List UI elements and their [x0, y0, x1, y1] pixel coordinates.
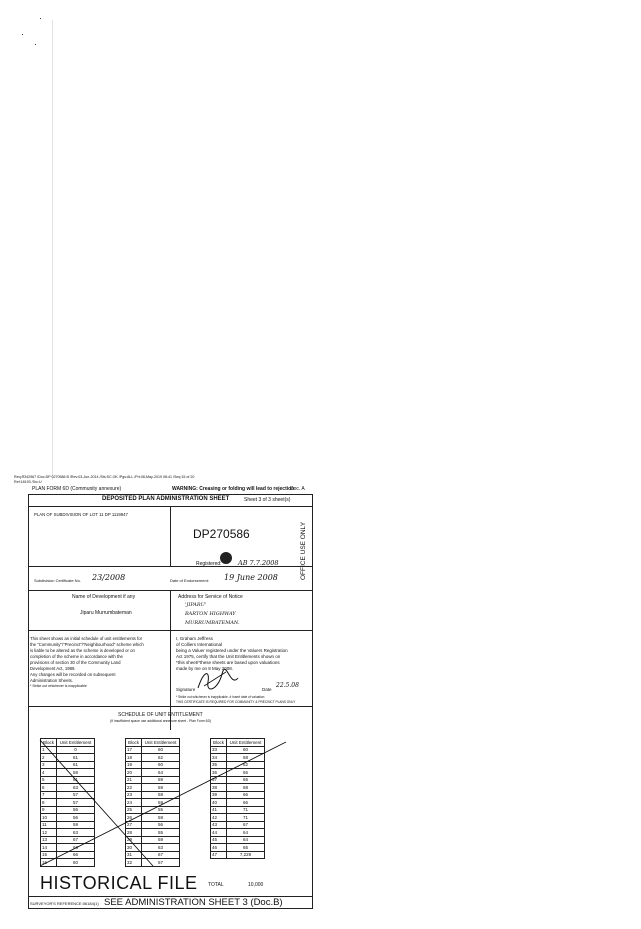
form-label: PLAN FORM 6D (Community annexure): [32, 486, 122, 492]
plan-of-subdivision: PLAN OF SUBDIVISION OF LOT 11 DP 1119947: [34, 512, 128, 517]
sheet-frame: [28, 494, 313, 909]
date-endorsement-label: Date of Endorsement:: [170, 578, 209, 583]
explanatory-line: provisions of section 30 of the Communit…: [30, 660, 121, 665]
development-name: Jiparu Murrumbateman: [80, 610, 132, 616]
address-label: Address for Service of Notice: [178, 594, 243, 600]
signature-date: 22.5.08: [276, 682, 299, 689]
name-divider: [170, 590, 171, 730]
scan-speck: [22, 34, 23, 35]
development-name-label: Name of Development if any: [72, 594, 136, 600]
valuer-line: being a Valuer registered under the Valu…: [176, 648, 288, 653]
date-label: Date: [262, 687, 272, 692]
unit-entitlement-cell: 7,229: [226, 850, 265, 859]
footer-divider: [28, 896, 312, 897]
dp-number: DP270586: [193, 527, 250, 541]
see-admin-sheet: SEE ADMINISTRATION SHEET 3 (Doc.B): [104, 897, 283, 908]
sheet-title: DEPOSITED PLAN ADMINISTRATION SHEET: [102, 496, 230, 502]
sheet-number: Sheet 3 of 3 sheet(s): [244, 497, 291, 503]
total-value: 10,000: [248, 882, 264, 888]
valuer-footnote: * Strike out whichever is inapplicable. …: [176, 695, 265, 699]
valuer-line: Act 1975, certify that the Unit Entitlem…: [176, 654, 281, 659]
schedule-title: SCHEDULE OF UNIT ENTITLEMENT: [118, 712, 203, 718]
name-bottom-divider: [28, 630, 312, 631]
date-endorsement-value: 19 June 2008: [224, 573, 278, 582]
warning-text: WARNING: Creasing or folding will lead t…: [172, 486, 295, 492]
valuer-line: *this sheet/*these sheets are based upon…: [176, 660, 280, 665]
historical-file-stamp: HISTORICAL FILE: [40, 873, 198, 893]
scan-speck: [35, 44, 36, 45]
explanatory-line: the "Community"/"Precinct"/"Neighbourhoo…: [30, 642, 144, 647]
signature-label: Signature: [176, 687, 196, 692]
address-line-1: 'JIPARU': [185, 602, 207, 608]
schedule-subtitle: (If insufficient space use additional an…: [110, 719, 212, 723]
valuer-line: I, Graham Jeffress: [176, 636, 213, 641]
explanatory-line: This sheet shows an initial schedule of …: [30, 636, 143, 641]
registered-label: Registered:: [196, 561, 222, 567]
unit-entitlement-cell: 60: [56, 858, 95, 867]
explanatory-line: Development Act, 1989.: [30, 666, 76, 671]
address-line-2: BARTON HIGHWAY: [185, 611, 236, 617]
doc-label: Doc. A: [290, 486, 305, 492]
explanatory-line: is liable to be altered as the scheme is…: [30, 648, 135, 653]
total-label: TOTAL: [208, 882, 224, 888]
strike-note: * Strike out whichever is inapplicable: [30, 684, 87, 688]
valuer-signature: [197, 668, 239, 690]
registry-line: Req:R342967 /Doc:DP 0270586 B /Rev:03-Ju…: [14, 475, 195, 479]
cancellation-strikes: [39, 739, 287, 867]
explanatory-line: completion of the scheme in accordance w…: [30, 654, 123, 659]
explanatory-line: Any changes will be recorded on subseque…: [30, 672, 116, 677]
office-use-only: OFFICE USE ONLY: [300, 521, 307, 580]
plan-bottom-divider: [28, 566, 312, 567]
subdivision-cert-label: Subdivision Certificate No.: [34, 578, 81, 583]
registered-date: AB 7.7.2008: [238, 559, 279, 567]
registry-seal-icon: [220, 552, 232, 564]
address-line-3: MURRUMBATEMAN.: [185, 620, 240, 626]
surveyor-reference: SURVEYOR'S REFERENCE:06184(1): [30, 901, 99, 906]
valuer-line: of Colliers International: [176, 642, 223, 647]
registry-ref: Ref:18193 /Src:U: [14, 480, 42, 484]
unit-entitlement-cell: 67: [141, 858, 180, 867]
subdivision-cert-value: 23/2008: [92, 573, 126, 582]
valuer-line: made by me on 8 May 2008.: [176, 666, 234, 671]
certificate-bottom-divider: [28, 706, 312, 707]
plan-divider: [170, 506, 171, 566]
scan-line: [52, 20, 53, 480]
scan-speck: [40, 18, 41, 19]
explanatory-line: Administration Sheets.: [30, 678, 73, 683]
valuer-footnote: THIS CERTIFICATE IS REQUIRED FOR COMMUNI…: [176, 700, 296, 704]
